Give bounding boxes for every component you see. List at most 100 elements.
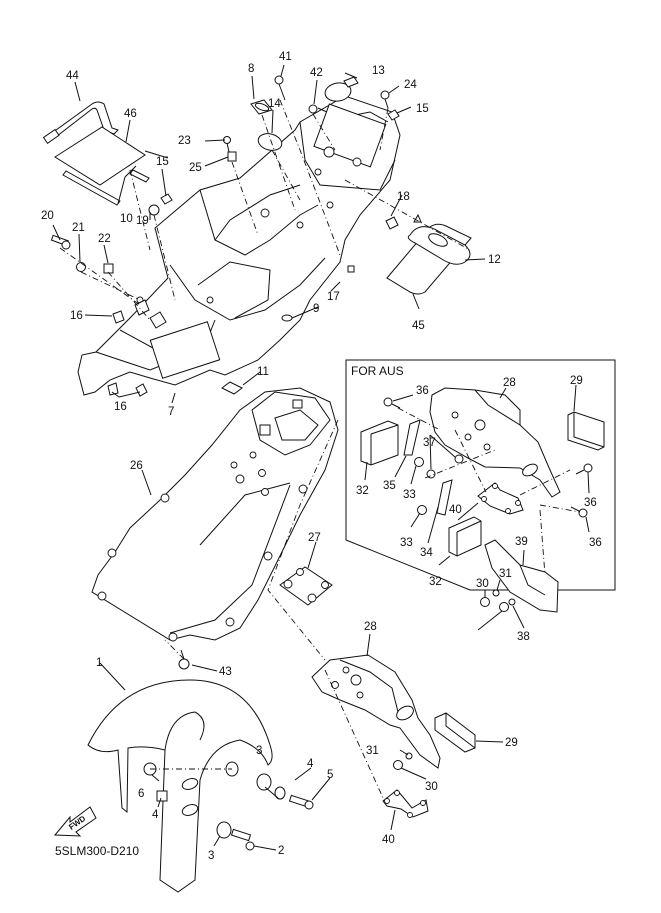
part-4-collar-a	[156, 790, 168, 802]
part-36-bolt-b	[575, 463, 593, 475]
label-part-36-top: 36	[416, 385, 429, 397]
label-part-41: 41	[279, 51, 292, 63]
part-16-clip-c	[135, 383, 148, 397]
part-30-nut-lower	[393, 760, 403, 770]
label-part-3-bottom: 3	[208, 850, 214, 862]
label-part-40-aus: 40	[449, 504, 462, 516]
label-part-14: 14	[268, 98, 281, 110]
part-3-damper-b	[216, 821, 232, 839]
part-26-inner-fender	[91, 387, 339, 642]
part-42-grommet	[308, 104, 318, 114]
label-part-33-top: 33	[403, 489, 416, 501]
label-part-39: 39	[515, 536, 528, 548]
part-25-nut	[227, 151, 237, 162]
label-part-45: 45	[412, 320, 425, 332]
part-33-nut-a	[414, 457, 424, 467]
label-part-36-bottom: 36	[589, 537, 602, 549]
label-part-42: 42	[310, 67, 323, 79]
label-part-7: 7	[168, 406, 174, 418]
part-7-rear-frame	[77, 95, 401, 396]
part-35-bracket	[403, 419, 421, 456]
part-3-damper-a	[256, 773, 272, 791]
part-2-bolt	[230, 828, 255, 851]
label-part-4-right: 4	[307, 758, 314, 770]
part-40-plate-lower	[382, 789, 429, 818]
label-part-9: 9	[313, 303, 319, 315]
label-part-22: 22	[98, 233, 111, 245]
part-39-flap-aus	[484, 539, 559, 613]
label-part-15-left: 15	[156, 156, 169, 168]
label-part-1: 1	[96, 657, 102, 669]
part-37-nut-c	[499, 602, 509, 612]
label-part-11: 11	[257, 366, 269, 378]
part-36-bolt-c	[570, 506, 588, 518]
label-part-16-top: 16	[70, 310, 83, 322]
part-11-pad	[221, 381, 243, 395]
label-part-20: 20	[41, 210, 54, 222]
label-part-31-aus: 31	[499, 568, 512, 580]
part-22-nut	[103, 263, 114, 274]
label-part-38: 38	[517, 631, 530, 643]
label-part-43: 43	[219, 666, 232, 678]
part-40-plate-aus	[477, 482, 524, 515]
label-part-29-lower: 29	[505, 737, 518, 749]
label-part-40-lower: 40	[382, 834, 395, 846]
label-part-28-lower: 28	[364, 621, 377, 633]
label-part-26: 26	[130, 460, 143, 472]
label-part-31-lower: 31	[366, 745, 379, 757]
label-part-44: 44	[66, 70, 79, 82]
part-28-license-bracket-aus	[429, 387, 561, 498]
part-29-reflector	[434, 712, 476, 753]
label-part-29-aus: 29	[570, 375, 583, 387]
inset-title: FOR AUS	[351, 364, 404, 378]
leader-lines	[52, 64, 590, 851]
part-24-screw	[380, 90, 390, 109]
part-12-strap	[407, 213, 471, 265]
part-37-nut-a	[454, 454, 464, 464]
part-44-strap	[42, 101, 119, 144]
label-part-46: 46	[124, 108, 137, 120]
drawing-code: 5SLM300-D210	[55, 844, 139, 858]
label-part-5: 5	[327, 769, 333, 781]
part-30-nut-aus	[480, 597, 490, 607]
label-part-21: 21	[72, 222, 85, 234]
part-27-gasket	[279, 566, 333, 606]
label-part-28-aus: 28	[503, 377, 516, 389]
part-41-bolt	[274, 75, 286, 101]
part-15-clip-b	[160, 193, 173, 205]
part-9-grommet	[281, 314, 293, 322]
label-part-30-lower: 30	[425, 781, 438, 793]
part-36-bolt-a	[383, 397, 401, 409]
part-16-clip-a	[112, 310, 125, 324]
label-part-37-top: 37	[423, 437, 436, 449]
part-34-bracket	[436, 479, 453, 516]
part-32-reflector-aus-b	[448, 516, 482, 557]
part-28-license-bracket	[311, 654, 441, 769]
part-29-reflector-aus	[567, 411, 605, 451]
part-32-reflector-aus-a	[360, 420, 399, 466]
label-part-6: 6	[138, 788, 144, 800]
label-part-8: 8	[248, 63, 254, 75]
inset-box-for-aus	[345, 359, 616, 591]
label-part-32-bottom: 32	[429, 576, 442, 588]
label-part-18: 18	[397, 191, 410, 203]
part-23-screw	[223, 136, 231, 153]
part-21-washer	[76, 262, 86, 272]
part-4-collar-b	[274, 786, 286, 800]
assembly-lines	[59, 99, 581, 801]
part-8-plate	[250, 99, 273, 115]
part-1-front-fender	[87, 679, 273, 893]
label-part-32-top: 32	[356, 485, 369, 497]
part-15-clip-a	[387, 109, 400, 121]
part-13-cap	[324, 76, 359, 102]
label-part-15-right: 15	[416, 103, 429, 115]
label-part-36-mid: 36	[584, 497, 597, 509]
label-part-24: 24	[404, 79, 417, 91]
label-part-25: 25	[189, 162, 202, 174]
part-18-clip	[385, 216, 399, 230]
label-part-2: 2	[278, 845, 284, 857]
part-17-clip	[347, 265, 355, 273]
label-part-34: 34	[420, 547, 433, 559]
